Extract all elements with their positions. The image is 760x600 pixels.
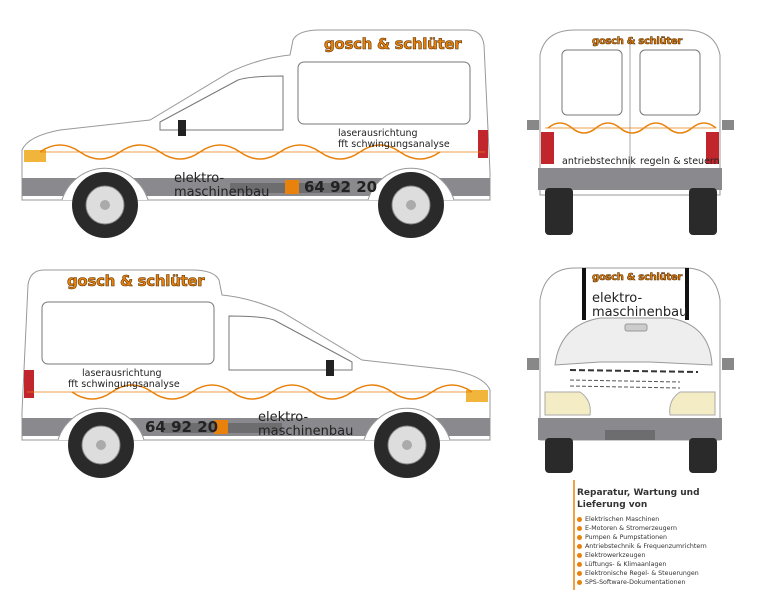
brand-logo: gosch & schlüter <box>324 35 462 54</box>
list-item: Pumpen & Pumpstationen <box>577 533 727 542</box>
company-line1-2: elektro- <box>258 410 309 425</box>
company-line2: maschinenbau <box>174 185 270 200</box>
van-rear <box>527 29 734 235</box>
phone-number-2: 64 92 20 <box>145 418 219 436</box>
list-item: E-Motoren & Stromerzeugern <box>577 524 727 533</box>
company-line2-front: maschinenbau <box>592 305 688 320</box>
service-panel: Reparatur, Wartung und Lieferung von Ele… <box>577 487 727 587</box>
list-item: Elektrischen Maschinen <box>577 515 727 524</box>
phone-number: 64 92 20 <box>304 178 378 196</box>
rear-left-label: antriebstechnik <box>562 156 636 167</box>
list-item: Elektronische Regel- & Steuerungen <box>577 569 727 578</box>
services-line2: fft schwingungsanalyse <box>338 139 450 150</box>
services-line1-2: laserausrichtung <box>82 368 162 379</box>
brand-logo-rear: gosch & schlüter <box>592 36 683 48</box>
company-line2-2: maschinenbau <box>258 424 354 439</box>
rear-right-label: regeln & steuern <box>640 156 720 167</box>
list-item: Antriebstechnik & Frequenzumrichtern <box>577 542 727 551</box>
panel-heading: Reparatur, Wartung und Lieferung von <box>577 488 700 510</box>
service-list: Elektrischen Maschinen E-Motoren & Strom… <box>577 515 727 587</box>
van-front <box>527 267 734 590</box>
brand-logo-front: gosch & schlüter <box>592 272 683 284</box>
phone-badge-2 <box>214 420 228 434</box>
list-item: SPS-Software-Dokumentationen <box>577 578 727 587</box>
phone-badge-1 <box>285 180 299 194</box>
list-item: Elektrowerkzeugen <box>577 551 727 560</box>
brand-logo-2: gosch & schlüter <box>67 272 205 291</box>
services-line1: laserausrichtung <box>338 128 418 139</box>
list-item: Lüftungs- & Klimaanlagen <box>577 560 727 569</box>
services-line2-2: fft schwingungsanalyse <box>68 379 180 390</box>
company-line1: elektro- <box>174 171 225 186</box>
company-line1-front: elektro- <box>592 291 643 306</box>
van-side-left <box>21 29 491 239</box>
